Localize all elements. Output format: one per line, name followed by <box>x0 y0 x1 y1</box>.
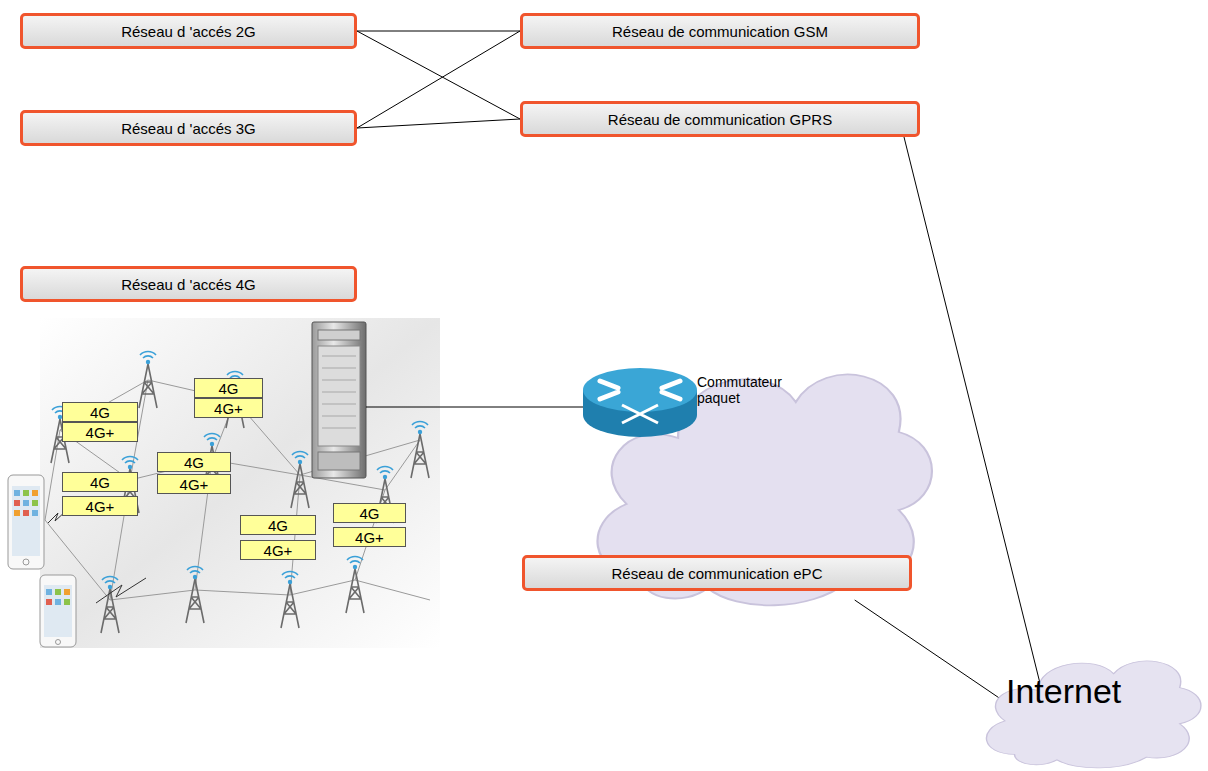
network-cloud: Internet <box>972 632 1208 771</box>
illustration-ground <box>40 318 440 648</box>
network-link <box>904 137 1043 695</box>
mesh-links <box>45 380 430 600</box>
technology-tag: 4G <box>333 503 406 523</box>
technology-tag: 4G+ <box>194 398 263 418</box>
box-label: 4G <box>218 380 238 397</box>
server-rack <box>312 322 366 478</box>
box-label: 4G+ <box>355 529 384 546</box>
box-label: 4G+ <box>86 424 115 441</box>
technology-tag: 4G+ <box>240 540 316 560</box>
technology-tag: 4G+ <box>62 496 138 516</box>
box-label: 4G <box>184 454 204 471</box>
cloud-label: Internet <box>1006 672 1121 711</box>
network-label-box: Réseau de communication GSM <box>520 13 920 49</box>
technology-tag: 4G <box>62 472 138 492</box>
network-link <box>357 31 520 119</box>
network-link <box>357 31 520 128</box>
network-label-box: Réseau de communication ePC <box>522 555 912 591</box>
box-label: 4G <box>359 505 379 522</box>
box-label: 4G <box>268 517 288 534</box>
smartphone <box>40 575 76 647</box>
network-label-box: Réseau d 'accés 2G <box>20 13 357 49</box>
box-label: 4G+ <box>86 498 115 515</box>
network-label-box: Réseau de communication GPRS <box>520 101 920 137</box>
access-link <box>366 407 583 408</box>
box-label: 4G+ <box>214 400 243 417</box>
box-label: Réseau de communication GSM <box>612 23 828 40</box>
radio-link-symbol <box>96 578 146 603</box>
network-label-box: Réseau d 'accés 3G <box>20 110 357 146</box>
smartphone <box>8 475 44 569</box>
network-link <box>855 600 1001 699</box>
technology-tag: 4G <box>157 452 231 472</box>
technology-tag: 4G <box>240 515 316 535</box>
box-label: 4G <box>90 474 110 491</box>
box-label: Réseau d 'accés 4G <box>121 276 256 293</box>
technology-tag: 4G+ <box>62 422 138 442</box>
network-link <box>357 119 520 128</box>
box-label: 4G+ <box>264 542 293 559</box>
cloud-label: Commutateur paquet <box>697 374 767 406</box>
box-label: Réseau d 'accés 3G <box>121 120 256 137</box>
technology-tag: 4G <box>62 402 138 422</box>
box-label: Réseau d 'accés 2G <box>121 23 256 40</box>
box-label: Réseau de communication GPRS <box>608 111 832 128</box>
box-label: 4G+ <box>180 476 209 493</box>
network-link <box>357 31 520 32</box>
technology-tag: 4G+ <box>333 527 406 547</box>
box-label: 4G <box>90 404 110 421</box>
technology-tag: 4G <box>194 378 263 398</box>
technology-tag: 4G+ <box>157 474 231 494</box>
network-label-box: Réseau d 'accés 4G <box>20 266 357 302</box>
box-label: Réseau de communication ePC <box>612 565 823 582</box>
